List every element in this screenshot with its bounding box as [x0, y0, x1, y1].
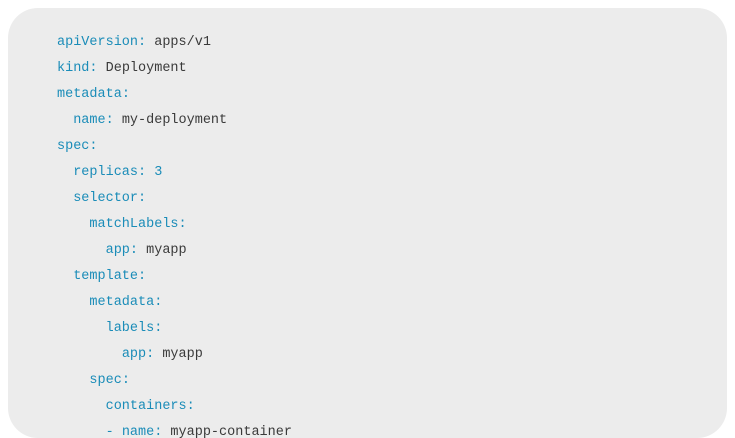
yaml-key-token: name	[73, 113, 106, 128]
yaml-value-token: myapp-container	[162, 425, 292, 438]
yaml-colon-token: :	[154, 321, 163, 336]
yaml-key-token: containers	[105, 399, 187, 414]
code-line: metadata:	[8, 290, 727, 316]
yaml-value-token: apps/v1	[146, 35, 211, 50]
code-indent	[57, 373, 89, 388]
yaml-colon-token: :	[138, 269, 147, 284]
code-line: replicas: 3	[8, 160, 727, 186]
yaml-key-token: metadata	[57, 87, 122, 102]
yaml-key-token: selector	[73, 191, 139, 206]
yaml-colon-token: :	[89, 61, 98, 76]
code-indent	[57, 191, 73, 206]
yaml-colon-token: :	[105, 113, 114, 128]
code-indent	[57, 295, 89, 310]
yaml-key-token: matchLabels	[89, 217, 179, 232]
yaml-colon-token: :	[178, 217, 187, 232]
yaml-key-token: spec	[89, 373, 122, 388]
yaml-colon-token: :	[154, 425, 163, 438]
code-indent	[57, 243, 106, 258]
code-indent	[57, 425, 106, 438]
yaml-colon-token: :	[138, 35, 147, 50]
yaml-value-token: Deployment	[97, 61, 187, 76]
yaml-key-token: metadata	[89, 295, 155, 310]
code-line: labels:	[8, 316, 727, 342]
code-line: spec:	[8, 134, 727, 160]
yaml-colon-token: :	[186, 399, 195, 414]
code-line: app: myapp	[8, 238, 727, 264]
code-line: matchLabels:	[8, 212, 727, 238]
yaml-key-token: kind	[57, 61, 90, 76]
code-line: - name: myapp-container	[8, 420, 727, 438]
code-indent	[57, 113, 73, 128]
yaml-colon-token: :	[138, 191, 147, 206]
code-indent	[57, 399, 106, 414]
yaml-colon-token: :	[121, 373, 130, 388]
yaml-key-token: template	[73, 269, 139, 284]
yaml-key-token: app	[121, 347, 147, 362]
code-line: kind: Deployment	[8, 56, 727, 82]
list-dash-token: -	[105, 425, 122, 438]
code-line: template:	[8, 264, 727, 290]
yaml-colon-token: :	[129, 243, 139, 258]
yaml-colon-token: :	[154, 295, 163, 310]
yaml-key-token: replicas	[73, 165, 139, 180]
yaml-colon-token: :	[121, 87, 130, 102]
code-line: spec:	[8, 368, 727, 394]
yaml-value-token: myapp	[138, 243, 187, 258]
yaml-colon-token: :	[146, 347, 155, 362]
yaml-value-token: 3	[146, 165, 163, 180]
code-indent	[57, 217, 89, 232]
yaml-key-token: name	[121, 425, 155, 438]
code-indent	[57, 347, 122, 362]
yaml-key-token: spec	[57, 139, 90, 154]
code-indent	[57, 321, 106, 336]
yaml-key-token: labels	[105, 321, 155, 336]
code-line: app: myapp	[8, 342, 727, 368]
code-line: name: my-deployment	[8, 108, 727, 134]
code-line: apiVersion: apps/v1	[8, 30, 727, 56]
code-indent	[57, 269, 73, 284]
yaml-value-token: my-deployment	[113, 113, 228, 128]
yaml-value-token: myapp	[154, 347, 203, 362]
yaml-key-token: apiVersion	[57, 35, 139, 50]
code-line: selector:	[8, 186, 727, 212]
yaml-key-token: app	[105, 243, 130, 258]
yaml-colon-token: :	[138, 165, 147, 180]
code-line: metadata:	[8, 82, 727, 108]
code-line: containers:	[8, 394, 727, 420]
yaml-colon-token: :	[89, 139, 98, 154]
code-indent	[57, 165, 73, 180]
